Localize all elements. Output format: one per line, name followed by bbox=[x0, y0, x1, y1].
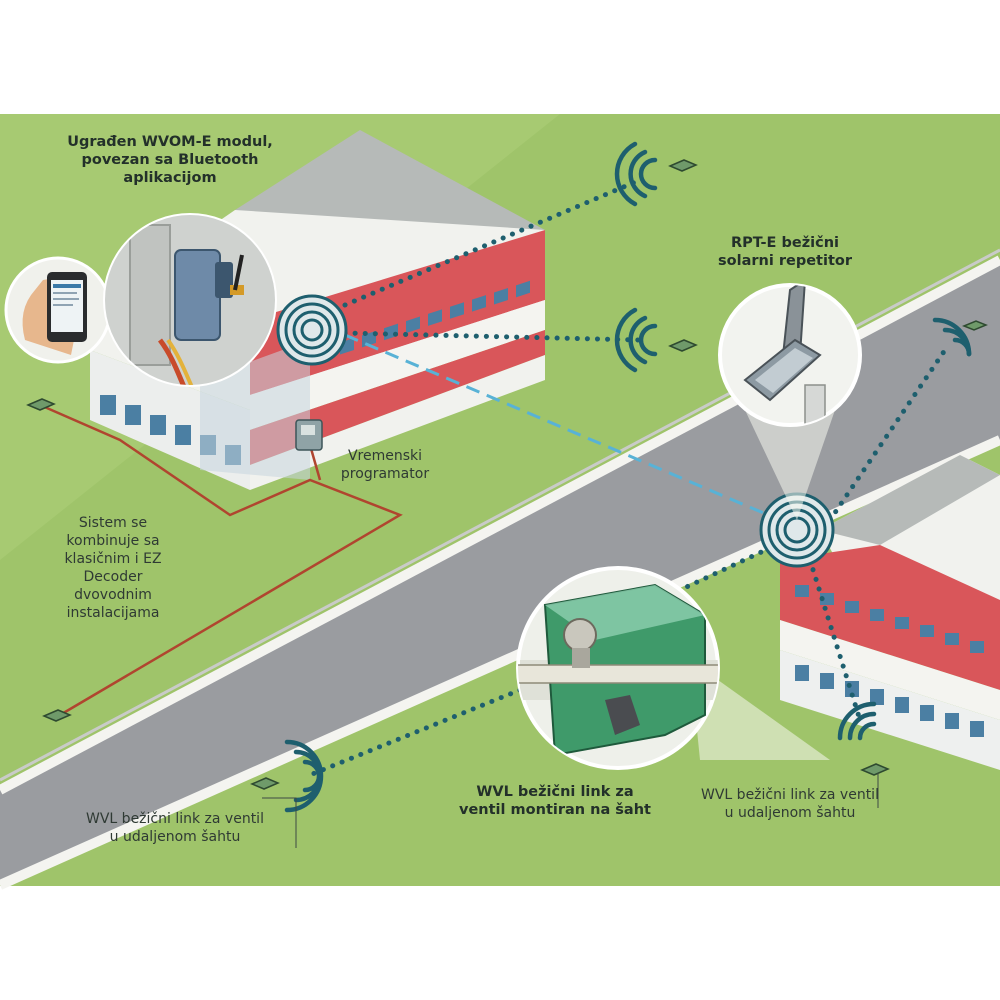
wvom-module-label: Ugrađen WVOM-E modul, povezan sa Bluetoo… bbox=[67, 134, 273, 186]
system-label: Sistem se kombinuje sa klasičnim i EZ De… bbox=[64, 515, 162, 621]
transmitter-rings-left bbox=[276, 294, 348, 366]
callout-pointers bbox=[262, 773, 879, 848]
repeater-inset bbox=[718, 283, 862, 427]
valve-box-markers bbox=[26, 159, 988, 790]
timer-controller bbox=[295, 419, 323, 451]
rpt-repeater-label: RPT-E bežični solarni repetitor bbox=[718, 235, 852, 269]
phone-inset bbox=[4, 256, 112, 364]
repeater-magnifier-cone bbox=[745, 410, 835, 520]
valve-box-inset bbox=[516, 566, 720, 770]
wvl-center-label: WVL bežični link za ventil montiran na š… bbox=[459, 784, 651, 818]
two-wire-cable bbox=[39, 403, 403, 717]
wave-group bbox=[284, 141, 972, 813]
controller-inset bbox=[103, 213, 277, 387]
wvl-right-label: WVL bežični link za ventil u udaljenom š… bbox=[701, 787, 879, 821]
repeater-link bbox=[344, 333, 781, 522]
valve-magnifier-cone bbox=[690, 660, 830, 760]
building-right bbox=[780, 455, 1000, 770]
timer-label: Vremenski programator bbox=[340, 448, 430, 482]
signal-links bbox=[307, 177, 948, 778]
wvl-left-label: WVL bežični link za ventil u udaljenom š… bbox=[86, 811, 264, 845]
